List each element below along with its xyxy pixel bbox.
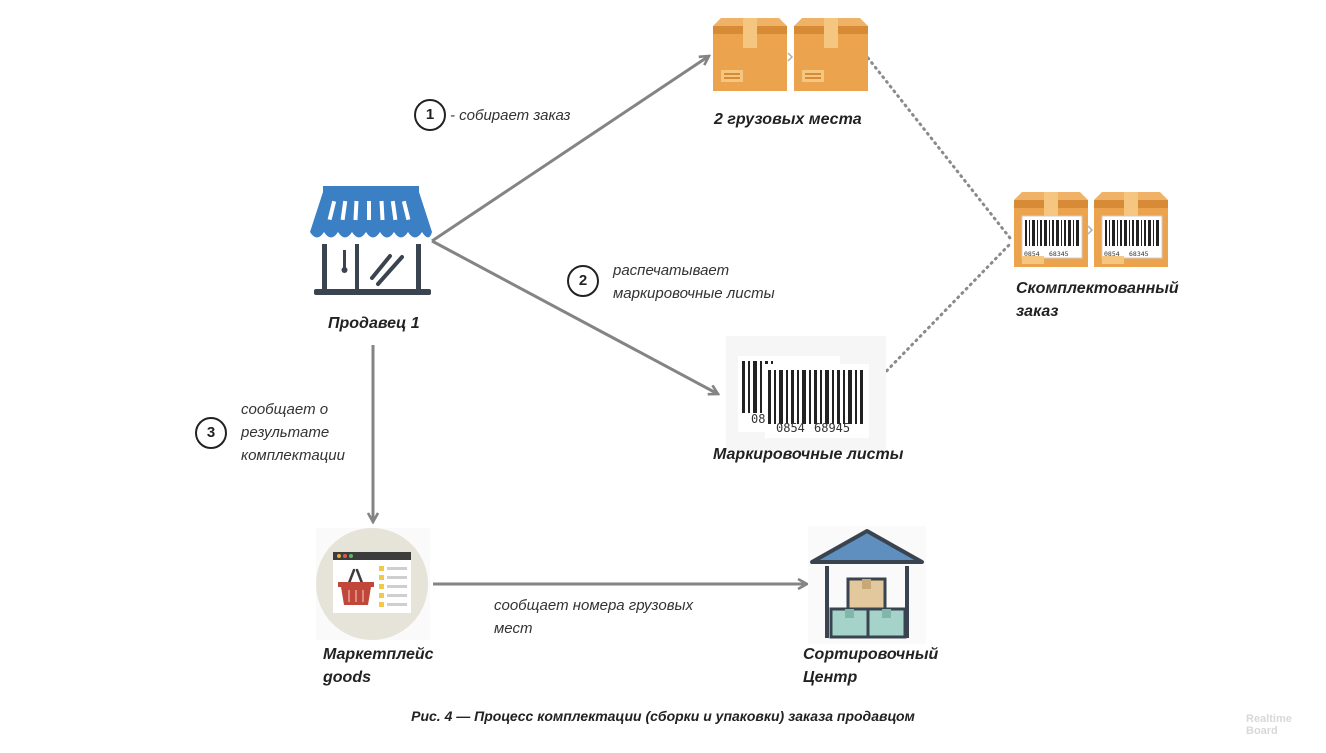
watermark-line1: Realtime — [1246, 713, 1292, 725]
step-3-text: сообщает о результате комплектации — [241, 398, 345, 467]
label-assembled-line1: Скомплектованный — [1016, 280, 1179, 297]
edge-label-marketplace-to-sorting: сообщает номера грузовых мест — [494, 594, 693, 640]
arrow-seller-to-cargo — [431, 56, 709, 243]
barcode-digits-partial: 08 — [751, 412, 765, 426]
label-sorting-center: Сортировочный Центр — [803, 643, 938, 689]
label-sorting-line2: Центр — [803, 669, 858, 686]
label-seller: Продавец 1 — [328, 315, 420, 332]
step-3-line3: комплектации — [241, 447, 345, 464]
step-2-line1: распечатывает — [613, 262, 730, 279]
step-2-line2: маркировочные листы — [613, 285, 775, 302]
barcode-digits-right: 68945 — [814, 421, 850, 435]
arrow-seller-to-labels — [431, 239, 718, 394]
label-sorting-line1: Сортировочный — [803, 646, 939, 663]
barcode-digits-right: 68345 — [1129, 250, 1149, 258]
step-2-badge: 2 — [567, 265, 599, 297]
label-assembled-order: Скомплектованный заказ — [1016, 277, 1179, 323]
edge-label-line1: сообщает номера грузовых — [494, 597, 694, 614]
step-1-badge: 1 — [414, 99, 446, 131]
warehouse-icon — [808, 526, 926, 644]
figure-caption: Рис. 4 — Процесс комплектации (сборки и … — [411, 708, 915, 724]
step-3-line1: сообщает о — [241, 401, 329, 418]
label-assembled-line2: заказ — [1016, 303, 1059, 320]
watermark-line2: Board — [1246, 725, 1278, 737]
step-3-line2: результате — [241, 424, 330, 441]
label-cargo: 2 грузовых места — [714, 111, 862, 128]
step-2-text: распечатывает маркировочные листы — [613, 259, 775, 305]
barcode-digits-right: 68345 — [1049, 250, 1069, 258]
dotted-labels-to-assembled — [868, 242, 1012, 390]
label-marketplace: Маркетплейс goods — [323, 643, 434, 689]
step-1-line1: собирает заказ — [459, 107, 571, 124]
barcode-digits-left: 0854 — [1104, 250, 1120, 258]
cargo-box-icon — [794, 18, 868, 91]
dotted-cargo-to-assembled — [866, 56, 1012, 240]
chevron-right-icon — [1087, 225, 1094, 235]
store-icon — [310, 186, 432, 295]
step-3-badge: 3 — [195, 417, 227, 449]
chevron-right-icon — [787, 52, 794, 62]
label-marketplace-line2: goods — [323, 669, 371, 686]
barcode-digits-left: 0854 — [1024, 250, 1040, 258]
marketplace-icon — [316, 528, 430, 640]
edge-label-line2: мест — [494, 620, 533, 637]
cargo-box-icon — [713, 18, 787, 91]
barcode-sheet-icon: 08 0854 68945 — [726, 336, 886, 452]
watermark: Realtime Board — [1246, 713, 1292, 737]
step-1-text: - собирает заказ — [450, 107, 571, 124]
barcode-digits-left: 0854 — [776, 421, 805, 435]
label-marketplace-line1: Маркетплейс — [323, 646, 434, 663]
label-label-sheets: Маркировочные листы — [713, 446, 904, 463]
